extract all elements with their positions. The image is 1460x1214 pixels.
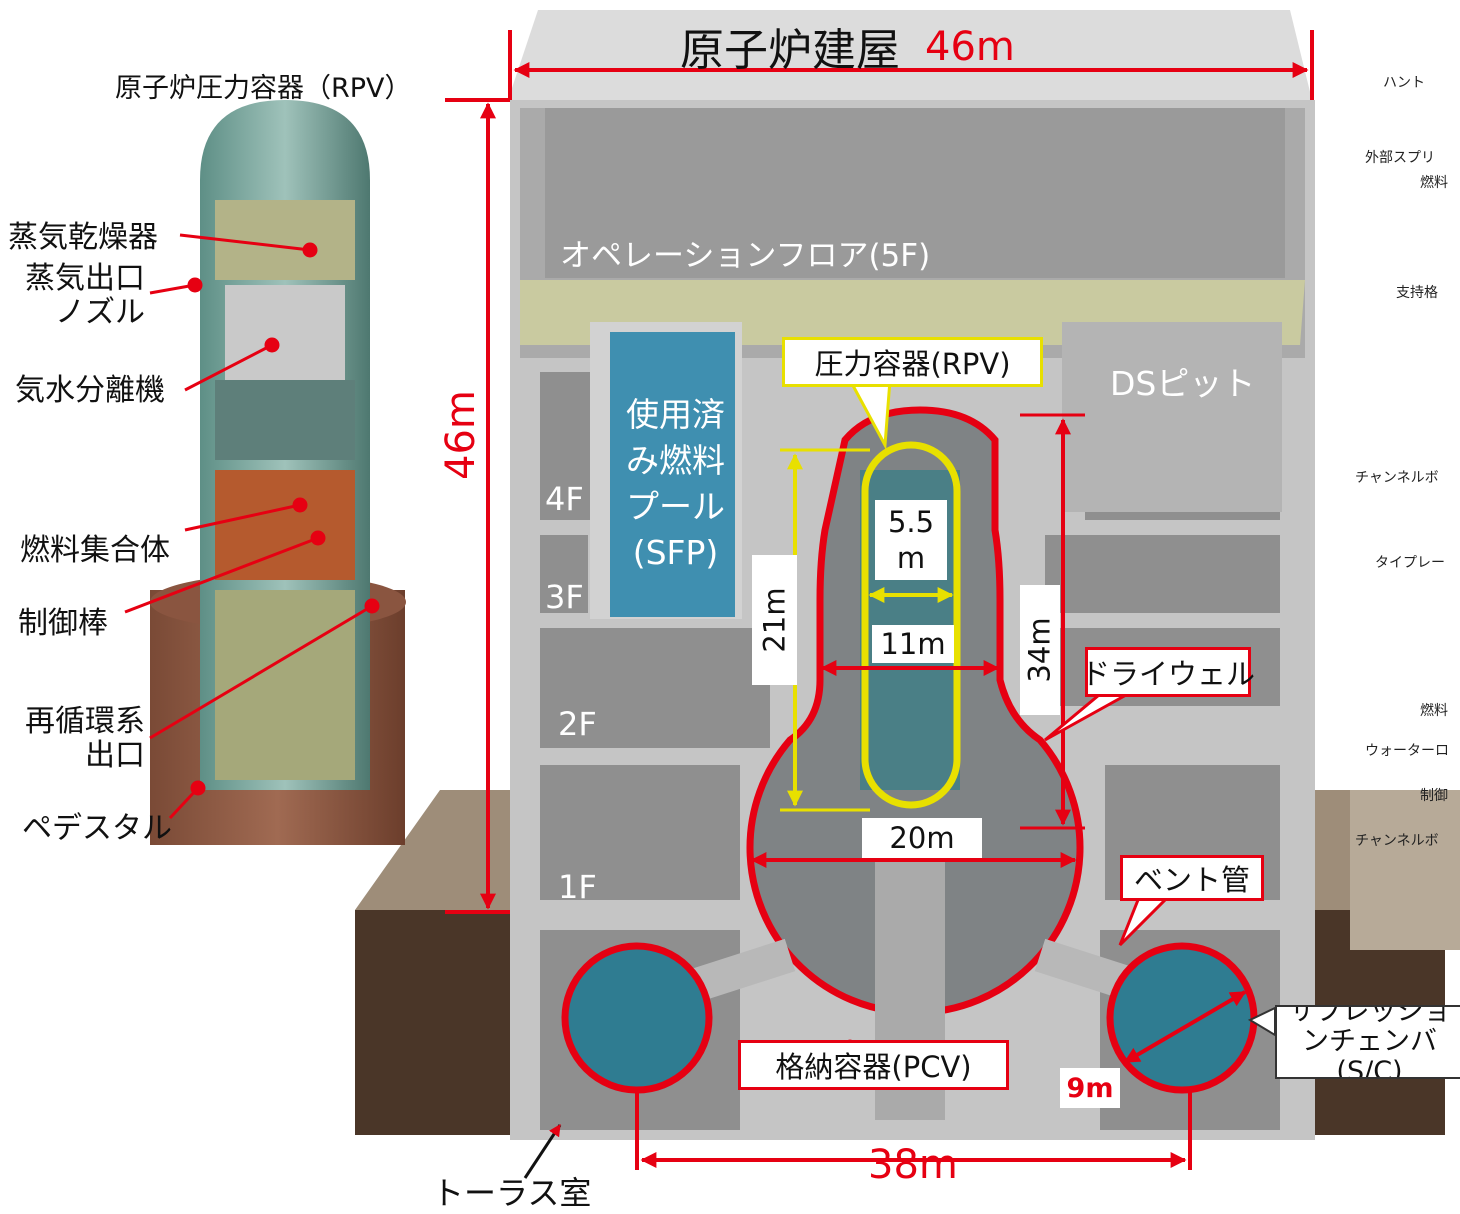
part-steam-dryer: 蒸気乾燥器	[8, 220, 158, 255]
right-label-3: 支持格	[1396, 285, 1438, 301]
right-label-1: 外部スプリ	[1365, 150, 1435, 166]
drywell-callout: ドライウェル	[1081, 647, 1255, 697]
dim-rpv-diameter: 5.5 m	[875, 500, 947, 580]
suppression-chamber-callout: サプレッションチェンバ(S/C)	[1275, 1005, 1460, 1079]
part-fuel-assembly: 燃料集合体	[20, 533, 170, 568]
floor-4f: 4F	[545, 480, 584, 518]
ds-pit-label: DSピット	[1110, 364, 1256, 403]
dim-rpv-height-box: 21m	[752, 555, 797, 685]
dim-pcv-height-box: 34m	[1020, 585, 1060, 715]
part-steam-outlet-nozzle: 蒸気出口ノズル	[25, 261, 145, 330]
vent-pipe-callout: ベント管	[1120, 855, 1264, 901]
dim-building-height: 46m	[438, 390, 484, 480]
part-control-rod: 制御棒	[18, 606, 108, 641]
right-label-2: 燃料	[1420, 175, 1448, 191]
right-label-9: チャンネルボ	[1355, 833, 1439, 849]
dim-sc-diameter: 9m	[1060, 1068, 1120, 1108]
operation-floor-label: オペレーションフロア(5F)	[560, 238, 931, 274]
rpv-figure-title: 原子炉圧力容器（RPV）	[115, 73, 412, 104]
right-label-8: 制御	[1420, 788, 1448, 804]
floor-2f: 2F	[558, 705, 597, 743]
pcv-callout: 格納容器(PCV)	[738, 1040, 1009, 1090]
dim-base-span: 38m	[868, 1142, 958, 1188]
part-recirculation-outlet: 再循環系出口	[25, 704, 145, 773]
right-label-4: チャンネルボ	[1355, 470, 1439, 486]
dim-drywell-width: 11m	[872, 625, 954, 663]
rpv-illustration	[150, 100, 406, 845]
right-label-5: タイプレー	[1375, 555, 1445, 571]
floor-3f: 3F	[545, 578, 584, 616]
rpv-callout: 圧力容器(RPV)	[782, 337, 1043, 387]
right-label-6: 燃料	[1420, 703, 1448, 719]
sfp-label: 使用済み燃料プール(SFP)	[626, 395, 725, 572]
dim-building-width: 46m	[925, 24, 1015, 70]
roof	[508, 10, 1312, 100]
part-steam-separator: 気水分離機	[15, 373, 165, 408]
sc-left	[561, 942, 713, 1094]
spent-fuel-pool	[610, 332, 735, 617]
building-title: 原子炉建屋	[680, 25, 900, 76]
rpv-label-pointers	[124, 233, 380, 820]
right-label-0: ハント	[1383, 75, 1425, 91]
dim-pcv-width: 20m	[862, 818, 982, 858]
dim-rpv-height: 21m	[757, 587, 792, 653]
sc-right	[1106, 942, 1258, 1094]
rpv-outline	[861, 441, 961, 809]
right-label-7: ウォーターロ	[1365, 743, 1449, 759]
part-pedestal: ペデスタル	[22, 811, 172, 846]
ds-pit	[1062, 322, 1282, 512]
torus-room-label: トーラス室	[432, 1174, 592, 1212]
dim-pcv-height: 34m	[1023, 617, 1057, 683]
floor-1f: 1F	[558, 868, 597, 906]
